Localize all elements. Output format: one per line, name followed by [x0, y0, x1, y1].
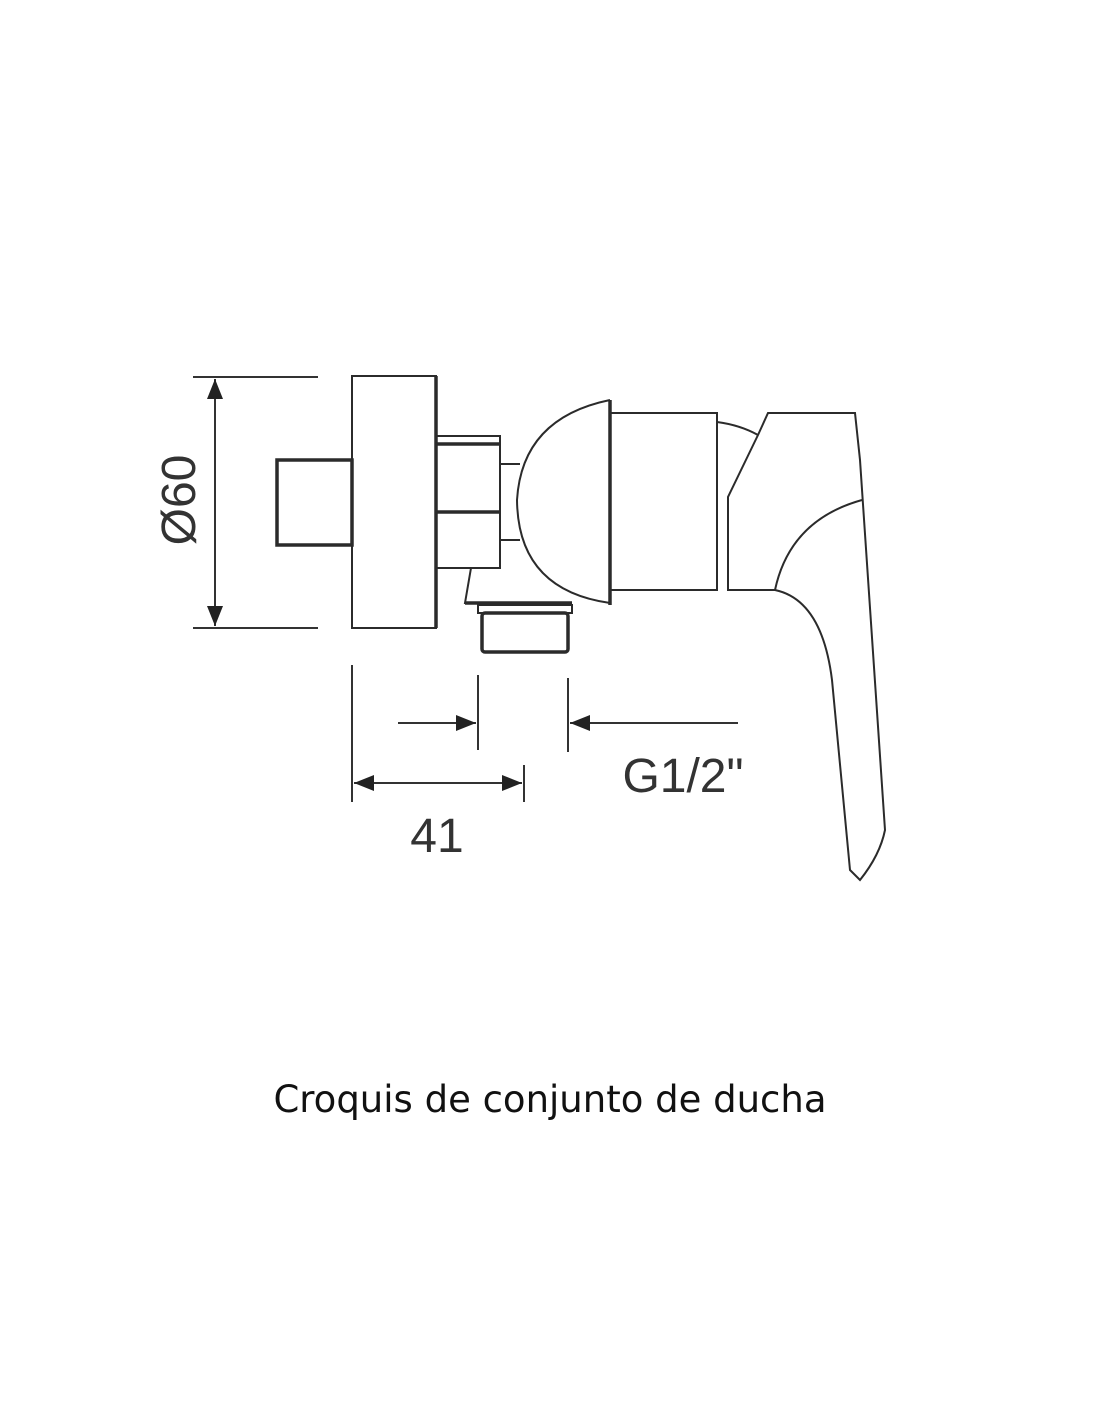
depth-dimension: 41 [351, 665, 525, 863]
depth-label: 41 [410, 810, 463, 863]
thread-label: G1/2" [622, 750, 743, 803]
inlet-stub [275, 458, 354, 547]
connector-nut [435, 435, 520, 569]
diameter-label: Ø60 [153, 455, 206, 546]
valve-body [609, 412, 718, 591]
shower-outlet [463, 567, 573, 654]
diameter-dimension: Ø60 [153, 376, 318, 629]
valve-dome [515, 399, 611, 604]
lever-handle [727, 412, 887, 882]
figure-caption: Croquis de conjunto de ducha [273, 1078, 827, 1121]
wall-plate [351, 375, 437, 629]
thread-dimension: G1/2" [567, 678, 744, 803]
